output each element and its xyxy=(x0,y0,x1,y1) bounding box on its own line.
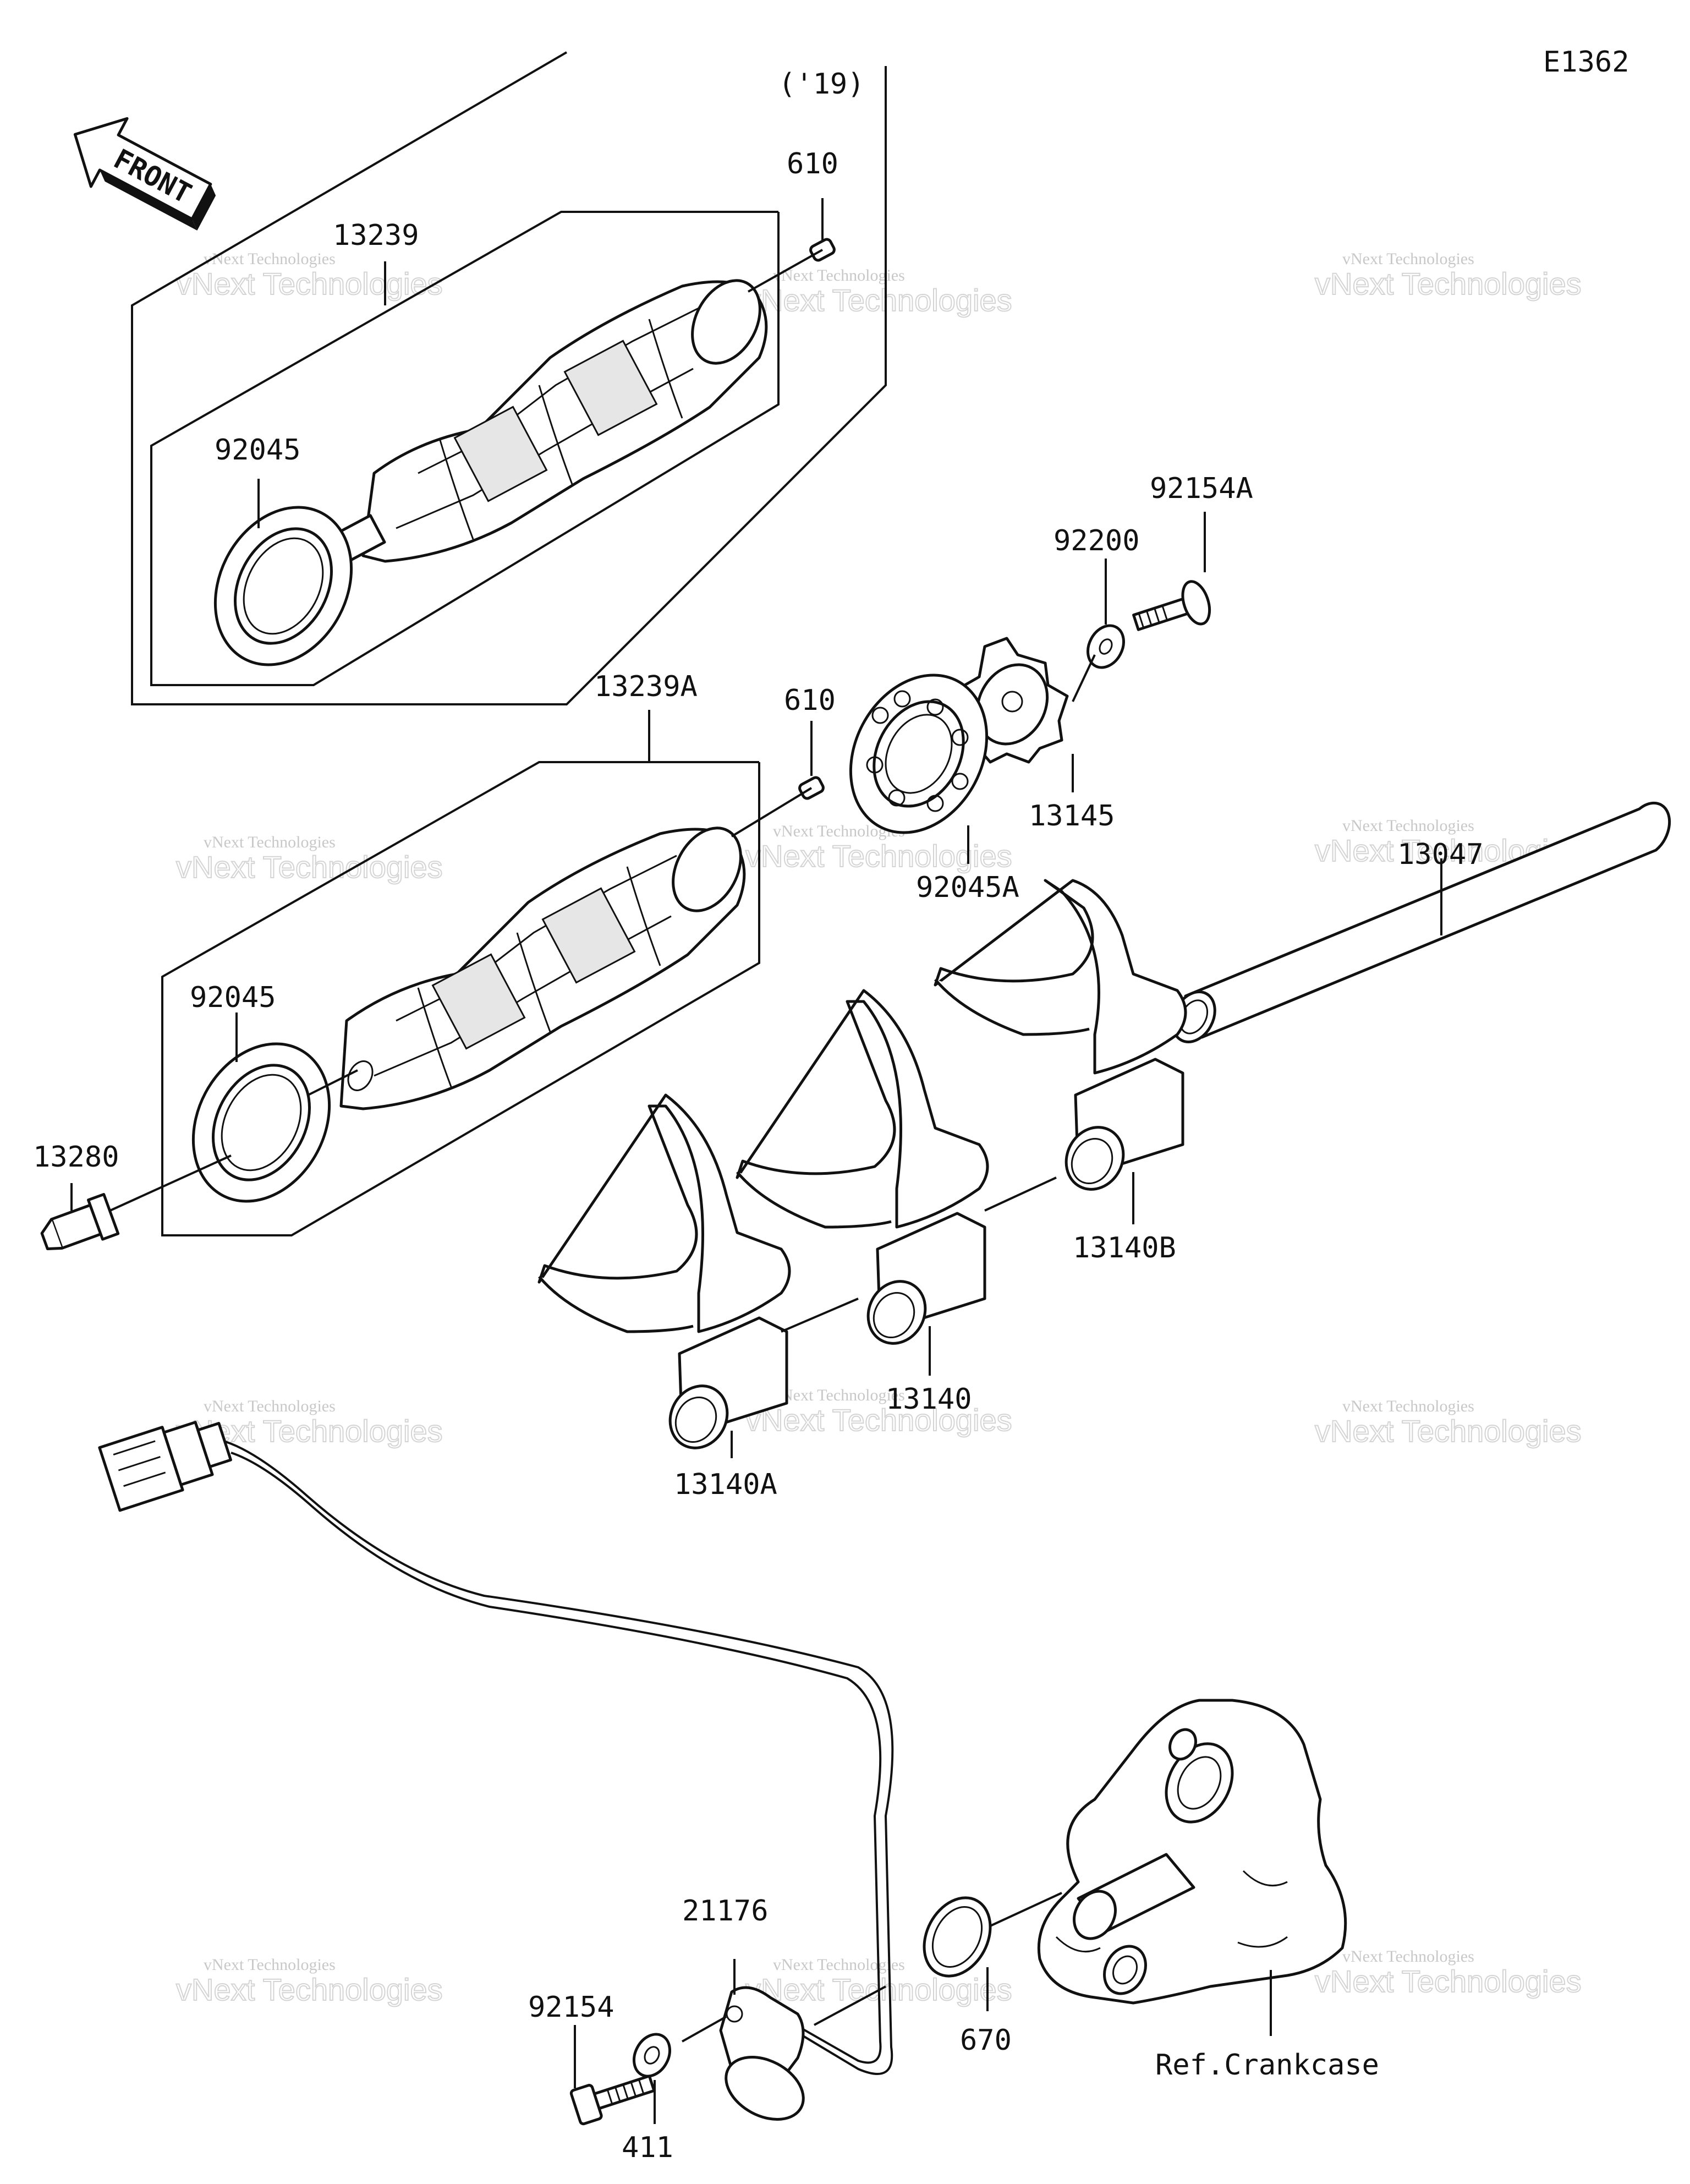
watermark: vNext Technologies vNext Technologies xyxy=(1314,1397,1582,1449)
svg-text:vNext Technologies: vNext Technologies xyxy=(1315,1414,1582,1448)
callout-13140B: 13140B xyxy=(1073,1231,1176,1265)
callout-13047: 13047 xyxy=(1397,838,1484,871)
shift-drum-sensor-13280 xyxy=(40,1192,120,1250)
callout-670: 670 xyxy=(960,2024,1012,2057)
watermark: vNext Technologies vNext Technologies xyxy=(745,1386,1013,1438)
shift-fork-13140B xyxy=(934,879,1187,1191)
callout-21176: 21176 xyxy=(682,1895,769,1928)
watermark: vNext Technologies vNext Technologies xyxy=(1314,1947,1582,1999)
watermark: vNext Technologies vNext Technologies xyxy=(175,250,443,302)
svg-text:vNext Technologies: vNext Technologies xyxy=(176,850,443,884)
callout-92045-top: 92045 xyxy=(215,434,301,467)
callout-92154A: 92154A xyxy=(1150,472,1253,505)
watermark: vNext Technologies vNext Technologies xyxy=(745,266,1013,318)
callout-13239A: 13239A xyxy=(594,670,698,703)
svg-text:vNext Technologies: vNext Technologies xyxy=(745,283,1012,318)
washer-411 xyxy=(633,2033,671,2078)
svg-text:vNext Technologies: vNext Technologies xyxy=(1342,817,1474,835)
svg-text:vNext Technologies: vNext Technologies xyxy=(204,833,336,851)
bolt-92154 xyxy=(569,2074,656,2126)
year-note: ('19) xyxy=(778,68,865,101)
svg-text:vNext Technologies: vNext Technologies xyxy=(773,1956,905,1974)
svg-text:vNext Technologies: vNext Technologies xyxy=(1342,250,1474,268)
svg-text:vNext Technologies: vNext Technologies xyxy=(204,250,336,268)
svg-text:vNext Technologies: vNext Technologies xyxy=(773,1386,905,1404)
callout-13140: 13140 xyxy=(886,1383,972,1416)
svg-text:vNext Technologies: vNext Technologies xyxy=(745,1403,1012,1437)
watermark-group: vNext Technologies vNext Technologies vN… xyxy=(175,250,1582,2007)
callout-13280: 13280 xyxy=(33,1141,119,1174)
assembly-19-group: ('19) 610 13239 92045 xyxy=(131,51,887,705)
callout-610: 610 xyxy=(784,684,836,717)
assembly-19-inner-frame xyxy=(150,211,780,686)
o-ring-670 xyxy=(923,1896,992,1978)
gear-position-sensor-21176 xyxy=(719,1986,805,2121)
watermark: vNext Technologies vNext Technologies xyxy=(745,822,1013,874)
svg-text:vNext Technologies: vNext Technologies xyxy=(1342,1397,1474,1415)
svg-text:vNext Technologies: vNext Technologies xyxy=(204,1397,336,1415)
watermark: vNext Technologies vNext Technologies xyxy=(175,1956,443,2007)
shift-fork-shaft-13047 xyxy=(1171,801,1671,1043)
ref-crankcase-label: Ref.Crankcase xyxy=(1155,2049,1379,2082)
callout-13140A: 13140A xyxy=(674,1468,777,1501)
connector-icon xyxy=(98,1421,232,1512)
bearing-92045A xyxy=(849,674,989,834)
assembly-13239A-group: 13239A 610 92045 xyxy=(33,670,836,1250)
gear-position-sensor-harness xyxy=(98,1421,894,2075)
callout-13239: 13239 xyxy=(333,219,419,252)
watermark: vNext Technologies vNext Technologies xyxy=(175,833,443,885)
svg-text:vNext Technologies: vNext Technologies xyxy=(176,1972,443,2007)
assembly-13239A-frame xyxy=(161,761,760,1236)
svg-text:vNext Technologies: vNext Technologies xyxy=(204,1956,336,1974)
svg-text:vNext Technologies: vNext Technologies xyxy=(1342,1947,1474,1966)
diagram-id: E1362 xyxy=(1543,46,1629,79)
callout-411: 411 xyxy=(622,2131,673,2164)
svg-text:vNext Technologies: vNext Technologies xyxy=(745,839,1012,873)
callout-92045: 92045 xyxy=(190,981,276,1014)
svg-text:vNext Technologies: vNext Technologies xyxy=(1315,266,1582,301)
svg-text:vNext Technologies: vNext Technologies xyxy=(176,266,443,301)
bearing-92045 xyxy=(191,1042,331,1203)
bearing-92045-top xyxy=(213,506,353,666)
svg-text:vNext Technologies: vNext Technologies xyxy=(1315,1964,1582,1999)
detent-group: 92154A 92200 13145 xyxy=(849,472,1253,904)
front-arrow-icon: FRONT xyxy=(73,117,216,231)
bolt-92154A xyxy=(1132,580,1211,631)
assembly-19-outer-frame xyxy=(131,51,887,705)
shift-fork-13140 xyxy=(736,989,989,1345)
crankcase-ref xyxy=(1037,1699,1347,2005)
washer-92200 xyxy=(1087,624,1125,669)
watermark: vNext Technologies vNext Technologies xyxy=(1314,250,1582,302)
shift-drum-13239A xyxy=(339,826,746,1110)
svg-text:vNext Technologies: vNext Technologies xyxy=(773,266,905,284)
shift-drum-top xyxy=(334,279,768,563)
shift-fork-13140A xyxy=(537,1093,791,1449)
callout-610-top: 610 xyxy=(787,147,838,180)
callout-92045A: 92045A xyxy=(916,871,1019,904)
callout-13145: 13145 xyxy=(1029,800,1115,833)
callout-92154: 92154 xyxy=(528,1991,614,2024)
callout-92200: 92200 xyxy=(1053,524,1140,557)
